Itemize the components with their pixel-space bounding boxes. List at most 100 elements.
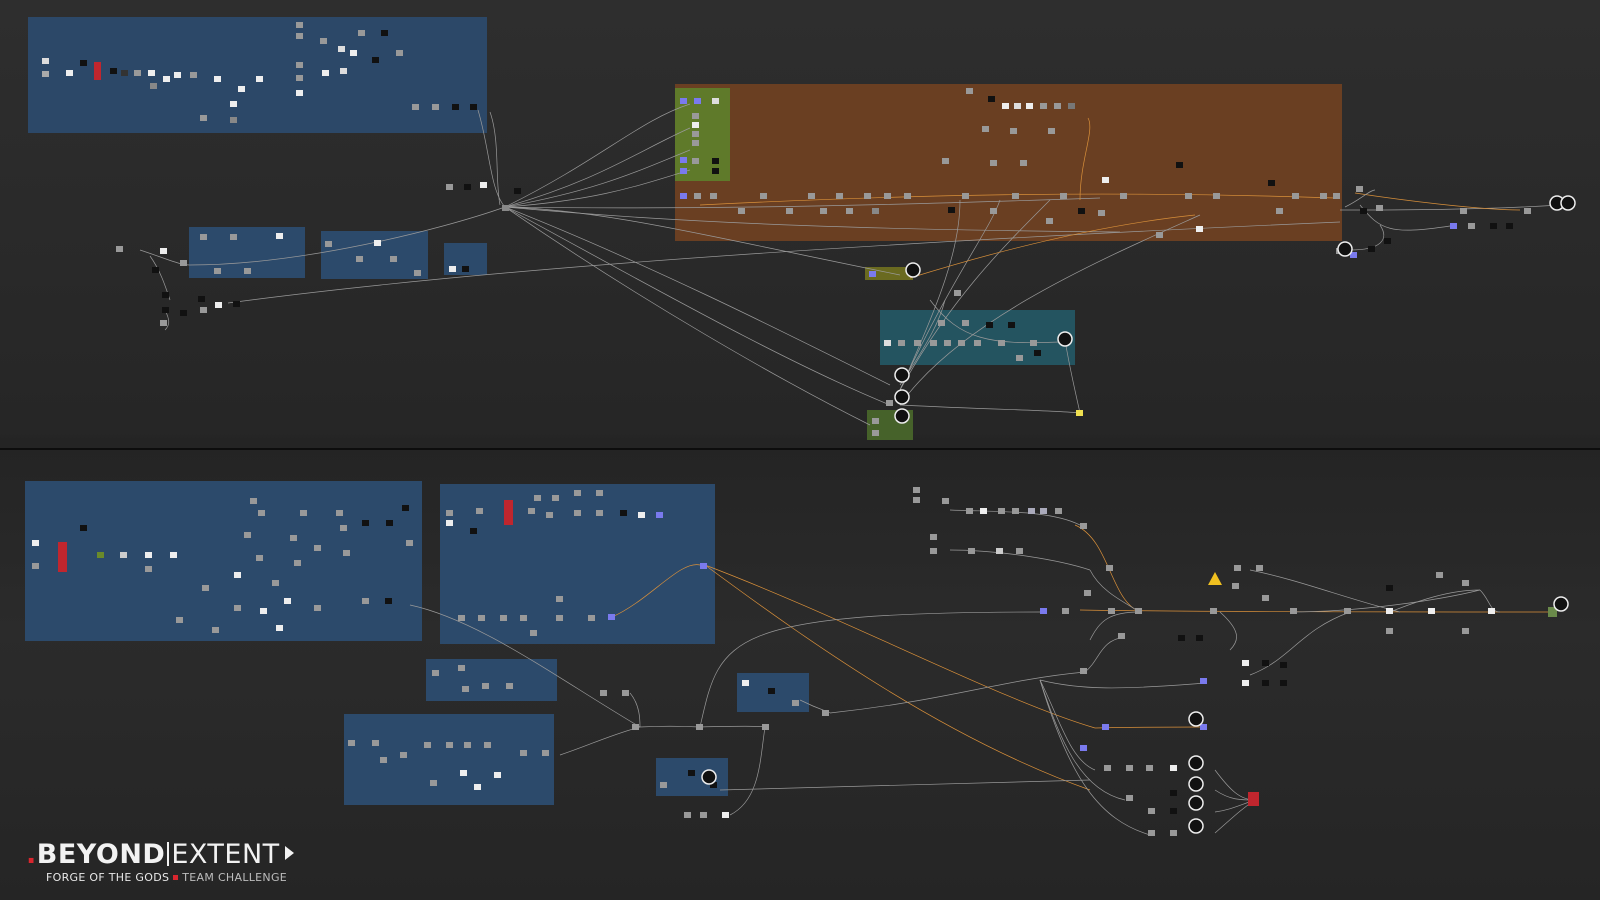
graph-node[interactable] bbox=[200, 115, 207, 121]
graph-node[interactable] bbox=[58, 542, 67, 572]
graph-node[interactable] bbox=[1386, 608, 1393, 614]
graph-node[interactable] bbox=[1080, 668, 1087, 674]
graph-node[interactable] bbox=[234, 605, 241, 611]
graph-node[interactable] bbox=[656, 512, 663, 518]
output-cube-icon[interactable] bbox=[1188, 711, 1204, 727]
graph-node[interactable] bbox=[322, 70, 329, 76]
graph-node[interactable] bbox=[680, 157, 687, 163]
graph-node[interactable] bbox=[680, 193, 687, 199]
graph-node[interactable] bbox=[1376, 205, 1383, 211]
graph-node[interactable] bbox=[600, 690, 607, 696]
graph-node[interactable] bbox=[1428, 608, 1435, 614]
graph-node[interactable] bbox=[688, 770, 695, 776]
graph-node[interactable] bbox=[1102, 724, 1109, 730]
graph-node[interactable] bbox=[272, 580, 279, 586]
graph-node[interactable] bbox=[470, 104, 477, 110]
graph-node[interactable] bbox=[1178, 635, 1185, 641]
graph-node[interactable] bbox=[348, 740, 355, 746]
graph-node[interactable] bbox=[340, 525, 347, 531]
graph-node[interactable] bbox=[256, 76, 263, 82]
graph-node[interactable] bbox=[1262, 595, 1269, 601]
graph-node[interactable] bbox=[990, 208, 997, 214]
graph-node[interactable] bbox=[1146, 765, 1153, 771]
graph-node[interactable] bbox=[121, 70, 128, 76]
graph-node[interactable] bbox=[390, 256, 397, 262]
graph-node[interactable] bbox=[1156, 232, 1163, 238]
graph-node[interactable] bbox=[494, 772, 501, 778]
graph-node[interactable] bbox=[110, 68, 117, 74]
graph-node[interactable] bbox=[1290, 608, 1297, 614]
graph-node[interactable] bbox=[1490, 223, 1497, 229]
graph-node[interactable] bbox=[942, 498, 949, 504]
graph-node[interactable] bbox=[120, 552, 127, 558]
graph-node[interactable] bbox=[230, 117, 237, 123]
graph-node[interactable] bbox=[1170, 808, 1177, 814]
graph-node[interactable] bbox=[446, 184, 453, 190]
graph-node[interactable] bbox=[340, 68, 347, 74]
graph-node[interactable] bbox=[872, 208, 879, 214]
graph-node[interactable] bbox=[1234, 565, 1241, 571]
graph-node[interactable] bbox=[250, 498, 257, 504]
graph-node[interactable] bbox=[1170, 790, 1177, 796]
graph-node[interactable] bbox=[974, 340, 981, 346]
graph-node[interactable] bbox=[1196, 635, 1203, 641]
graph-node[interactable] bbox=[998, 508, 1005, 514]
graph-node[interactable] bbox=[528, 508, 535, 514]
graph-node[interactable] bbox=[884, 340, 891, 346]
graph-node[interactable] bbox=[212, 627, 219, 633]
graph-node[interactable] bbox=[872, 418, 879, 424]
graph-node[interactable] bbox=[1010, 128, 1017, 134]
graph-node[interactable] bbox=[474, 784, 481, 790]
graph-node[interactable] bbox=[542, 750, 549, 756]
frame-blue-medium[interactable] bbox=[344, 714, 554, 805]
graph-node[interactable] bbox=[464, 742, 471, 748]
graph-node[interactable] bbox=[190, 72, 197, 78]
graph-node[interactable] bbox=[1135, 608, 1142, 614]
graph-node[interactable] bbox=[1012, 508, 1019, 514]
output-cube-icon[interactable] bbox=[894, 408, 910, 424]
graph-node[interactable] bbox=[1076, 410, 1083, 416]
frame-teal[interactable] bbox=[880, 310, 1075, 365]
graph-node[interactable] bbox=[296, 22, 303, 28]
graph-node[interactable] bbox=[1185, 193, 1192, 199]
graph-node[interactable] bbox=[742, 680, 749, 686]
graph-node[interactable] bbox=[556, 615, 563, 621]
graph-node[interactable] bbox=[116, 246, 123, 252]
graph-node[interactable] bbox=[174, 72, 181, 78]
graph-node[interactable] bbox=[694, 98, 701, 104]
graph-node[interactable] bbox=[1008, 322, 1015, 328]
graph-node[interactable] bbox=[244, 268, 251, 274]
graph-node[interactable] bbox=[722, 812, 729, 818]
graph-node[interactable] bbox=[692, 131, 699, 137]
graph-node[interactable] bbox=[464, 184, 471, 190]
graph-node[interactable] bbox=[822, 710, 829, 716]
graph-node[interactable] bbox=[1108, 608, 1115, 614]
graph-node[interactable] bbox=[913, 497, 920, 503]
graph-node[interactable] bbox=[710, 782, 717, 788]
graph-node[interactable] bbox=[506, 683, 513, 689]
graph-node[interactable] bbox=[962, 193, 969, 199]
graph-node[interactable] bbox=[356, 256, 363, 262]
graph-node[interactable] bbox=[1062, 608, 1069, 614]
output-cube-icon[interactable] bbox=[1188, 795, 1204, 811]
graph-node[interactable] bbox=[200, 234, 207, 240]
graph-node[interactable] bbox=[692, 140, 699, 146]
graph-node[interactable] bbox=[1148, 830, 1155, 836]
graph-node[interactable] bbox=[988, 96, 995, 102]
graph-node[interactable] bbox=[1280, 662, 1287, 668]
graph-node[interactable] bbox=[230, 234, 237, 240]
graph-node[interactable] bbox=[930, 340, 937, 346]
graph-node[interactable] bbox=[358, 30, 365, 36]
graph-node[interactable] bbox=[362, 520, 369, 526]
graph-node[interactable] bbox=[215, 302, 222, 308]
graph-node[interactable] bbox=[1386, 585, 1393, 591]
graph-node[interactable] bbox=[1276, 208, 1283, 214]
graph-node[interactable] bbox=[574, 510, 581, 516]
graph-node[interactable] bbox=[1026, 103, 1033, 109]
graph-node[interactable] bbox=[1292, 193, 1299, 199]
graph-node[interactable] bbox=[1120, 193, 1127, 199]
graph-node[interactable] bbox=[320, 38, 327, 44]
graph-node[interactable] bbox=[385, 598, 392, 604]
output-cube-icon[interactable] bbox=[1560, 195, 1576, 211]
graph-node[interactable] bbox=[372, 740, 379, 746]
